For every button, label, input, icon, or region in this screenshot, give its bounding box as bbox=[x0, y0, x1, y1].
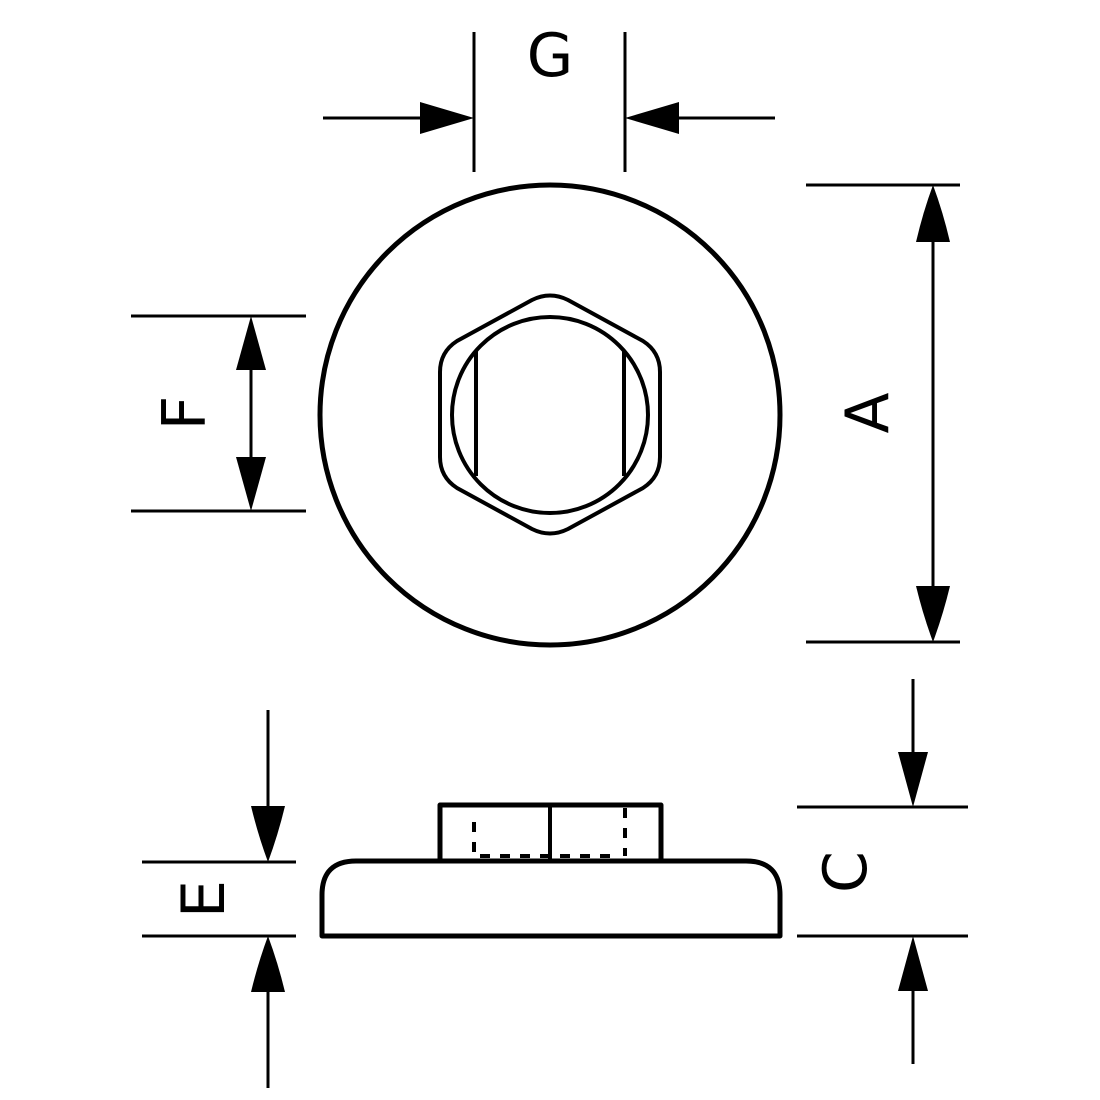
dimension-c: C bbox=[797, 679, 968, 1064]
arrow-up-icon bbox=[898, 936, 928, 991]
thread-hidden-lines bbox=[472, 808, 627, 858]
arrow-down-icon bbox=[251, 806, 285, 862]
label-a: A bbox=[833, 392, 903, 433]
arrow-down-icon bbox=[236, 457, 266, 511]
arrow-left-icon bbox=[625, 102, 679, 134]
base-flange bbox=[319, 858, 783, 939]
label-g: G bbox=[527, 21, 574, 91]
arrow-up-icon bbox=[251, 936, 285, 992]
dimension-g: G bbox=[323, 21, 775, 172]
inner-bore bbox=[450, 315, 650, 515]
arrow-up-icon bbox=[916, 185, 950, 242]
label-c: C bbox=[811, 851, 881, 893]
label-f: F bbox=[150, 396, 220, 431]
top-view bbox=[317, 182, 783, 648]
side-view bbox=[319, 802, 783, 939]
outer-disc bbox=[317, 182, 783, 648]
dimension-e: E bbox=[142, 710, 296, 1088]
arrow-down-icon bbox=[898, 752, 928, 807]
arrow-down-icon bbox=[916, 586, 950, 642]
arrow-up-icon bbox=[236, 316, 266, 370]
dimension-f: F bbox=[131, 314, 306, 513]
hex-nut-outline bbox=[438, 293, 662, 536]
dimension-a: A bbox=[806, 183, 960, 644]
label-e: E bbox=[169, 880, 239, 918]
arrow-right-icon bbox=[420, 102, 474, 134]
